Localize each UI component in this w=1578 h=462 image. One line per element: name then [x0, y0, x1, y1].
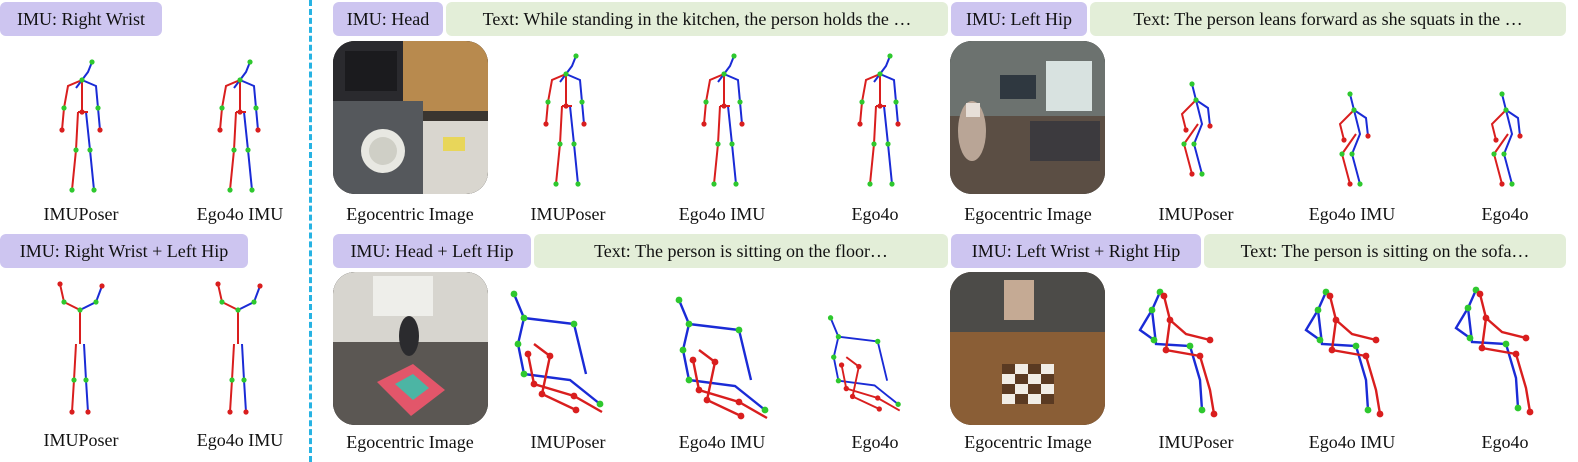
- skeleton-ego4o-sofa: [1454, 285, 1535, 417]
- caption-imuposer: IMUPoser: [43, 430, 119, 450]
- skeleton-imuposer-right-wrist-left-hip: [56, 280, 106, 416]
- imu-tag-left-hip: IMU: Left Hip: [951, 2, 1087, 36]
- text-prompt-kitchen: Text: While standing in the kitchen, the…: [446, 2, 948, 36]
- skeleton-ego4o-floor: [826, 314, 902, 413]
- text-prompt-sofa: Text: The person is sitting on the sofa…: [1204, 234, 1566, 268]
- caption-ego4o-imu: Ego4o IMU: [1308, 204, 1396, 224]
- caption-egocentric-image: Egocentric Image: [346, 204, 474, 224]
- caption-imuposer: IMUPoser: [1158, 204, 1234, 224]
- caption-ego4o: Ego4o: [1481, 204, 1529, 224]
- skeleton-imuposer-kitchen: [542, 52, 588, 188]
- skeleton-ego4o-imu-right-wrist: [216, 58, 262, 194]
- egocentric-image-kitchen: [333, 41, 488, 194]
- skeleton-imuposer-sofa: [1138, 287, 1219, 419]
- caption-ego4o-imu: Ego4o IMU: [196, 204, 284, 224]
- egocentric-image-floor: [333, 272, 488, 425]
- caption-egocentric-image: Egocentric Image: [346, 432, 474, 452]
- text-prompt-floor: Text: The person is sitting on the floor…: [534, 234, 948, 268]
- imu-tag-right-wrist-left-hip: IMU: Right Wrist + Left Hip: [0, 234, 248, 268]
- skeleton-ego4o-imu-right-wrist-left-hip: [214, 280, 264, 416]
- skeleton-imuposer-squat: [1180, 80, 1214, 178]
- skeleton-imuposer-right-wrist: [58, 58, 104, 194]
- skeleton-ego4o-imu-sofa: [1304, 287, 1385, 419]
- caption-egocentric-image: Egocentric Image: [964, 204, 1092, 224]
- caption-ego4o: Ego4o: [1481, 432, 1529, 452]
- caption-imuposer: IMUPoser: [43, 204, 119, 224]
- skeleton-ego4o-squat: [1490, 90, 1524, 188]
- imu-tag-head: IMU: Head: [333, 2, 443, 36]
- egocentric-image-living-room: [950, 41, 1105, 194]
- caption-imuposer: IMUPoser: [530, 432, 606, 452]
- skeleton-ego4o-imu-kitchen: [700, 52, 746, 188]
- caption-ego4o-imu: Ego4o IMU: [678, 432, 766, 452]
- caption-ego4o-imu: Ego4o IMU: [196, 430, 284, 450]
- skeleton-ego4o-kitchen: [856, 52, 902, 188]
- skeleton-ego4o-imu-floor: [674, 295, 770, 421]
- caption-ego4o: Ego4o: [851, 204, 899, 224]
- caption-egocentric-image: Egocentric Image: [964, 432, 1092, 452]
- imu-tag-head-left-hip: IMU: Head + Left Hip: [333, 234, 531, 268]
- caption-ego4o-imu: Ego4o IMU: [1308, 432, 1396, 452]
- egocentric-image-sofa: [950, 272, 1105, 425]
- caption-imuposer: IMUPoser: [530, 204, 606, 224]
- imu-tag-right-wrist: IMU: Right Wrist: [0, 2, 162, 36]
- caption-ego4o-imu: Ego4o IMU: [678, 204, 766, 224]
- dashed-divider: [309, 0, 312, 462]
- skeleton-imuposer-floor: [509, 289, 605, 415]
- imu-tag-left-wrist-right-hip: IMU: Left Wrist + Right Hip: [951, 234, 1201, 268]
- skeleton-ego4o-imu-squat: [1338, 90, 1372, 188]
- caption-ego4o: Ego4o: [851, 432, 899, 452]
- caption-imuposer: IMUPoser: [1158, 432, 1234, 452]
- text-prompt-squat: Text: The person leans forward as she sq…: [1090, 2, 1566, 36]
